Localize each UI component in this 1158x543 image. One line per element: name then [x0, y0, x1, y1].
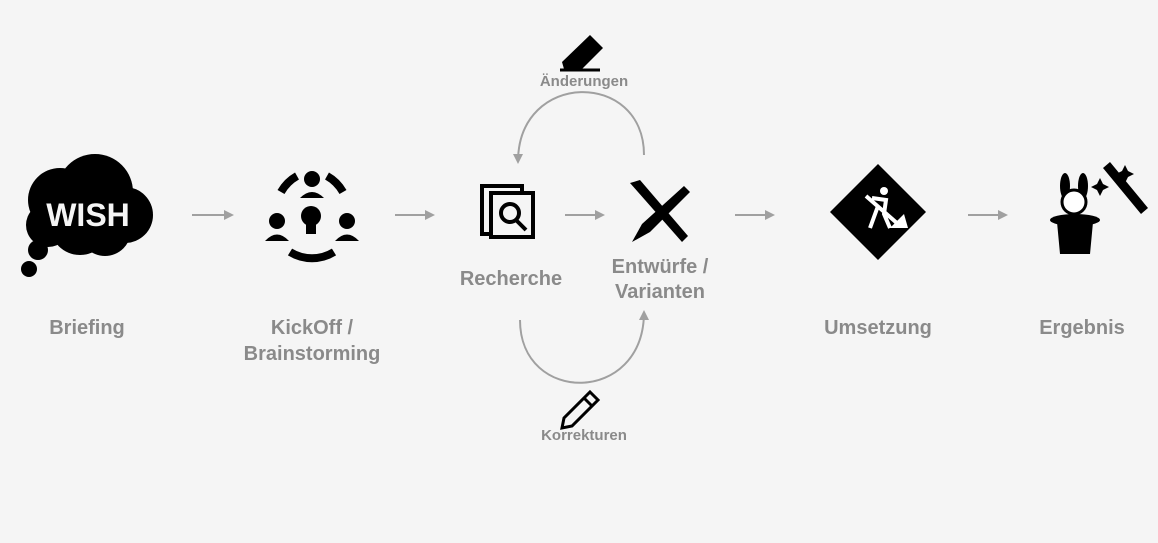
- loop-label-aenderungen: Änderungen: [539, 73, 629, 90]
- step-label-kickoff: KickOff / Brainstorming: [244, 315, 381, 367]
- loop-arrow-bottom: [519, 310, 649, 384]
- magic-hat-rabbit-icon: [1050, 162, 1148, 254]
- loop-arrow-top: [513, 91, 645, 164]
- step-label-briefing: Briefing: [49, 317, 125, 339]
- design-tools-icon: [630, 180, 690, 242]
- step-label-recherche: Recherche: [459, 268, 563, 290]
- label-line: Entwürfe /: [611, 256, 709, 278]
- loop-label-korrekturen: Korrekturen: [541, 427, 627, 444]
- label-line: Varianten: [614, 281, 706, 303]
- construction-worker-icon: [830, 164, 926, 260]
- step-label-ergebnis: Ergebnis: [1039, 317, 1125, 339]
- brainstorm-team-icon: [265, 171, 359, 263]
- eraser-icon: [560, 35, 603, 72]
- wish-cloud-icon: WISH: [21, 154, 153, 277]
- step-label-umsetzung: Umsetzung: [824, 317, 932, 339]
- pencil-icon: [560, 389, 601, 430]
- search-documents-icon: [480, 184, 535, 239]
- svg-text:WISH: WISH: [46, 197, 130, 233]
- label-line: Brainstorming: [243, 343, 381, 365]
- label-line: KickOff /: [270, 317, 354, 339]
- step-label-entwuerfe: Entwürfe / Varianten: [612, 255, 709, 305]
